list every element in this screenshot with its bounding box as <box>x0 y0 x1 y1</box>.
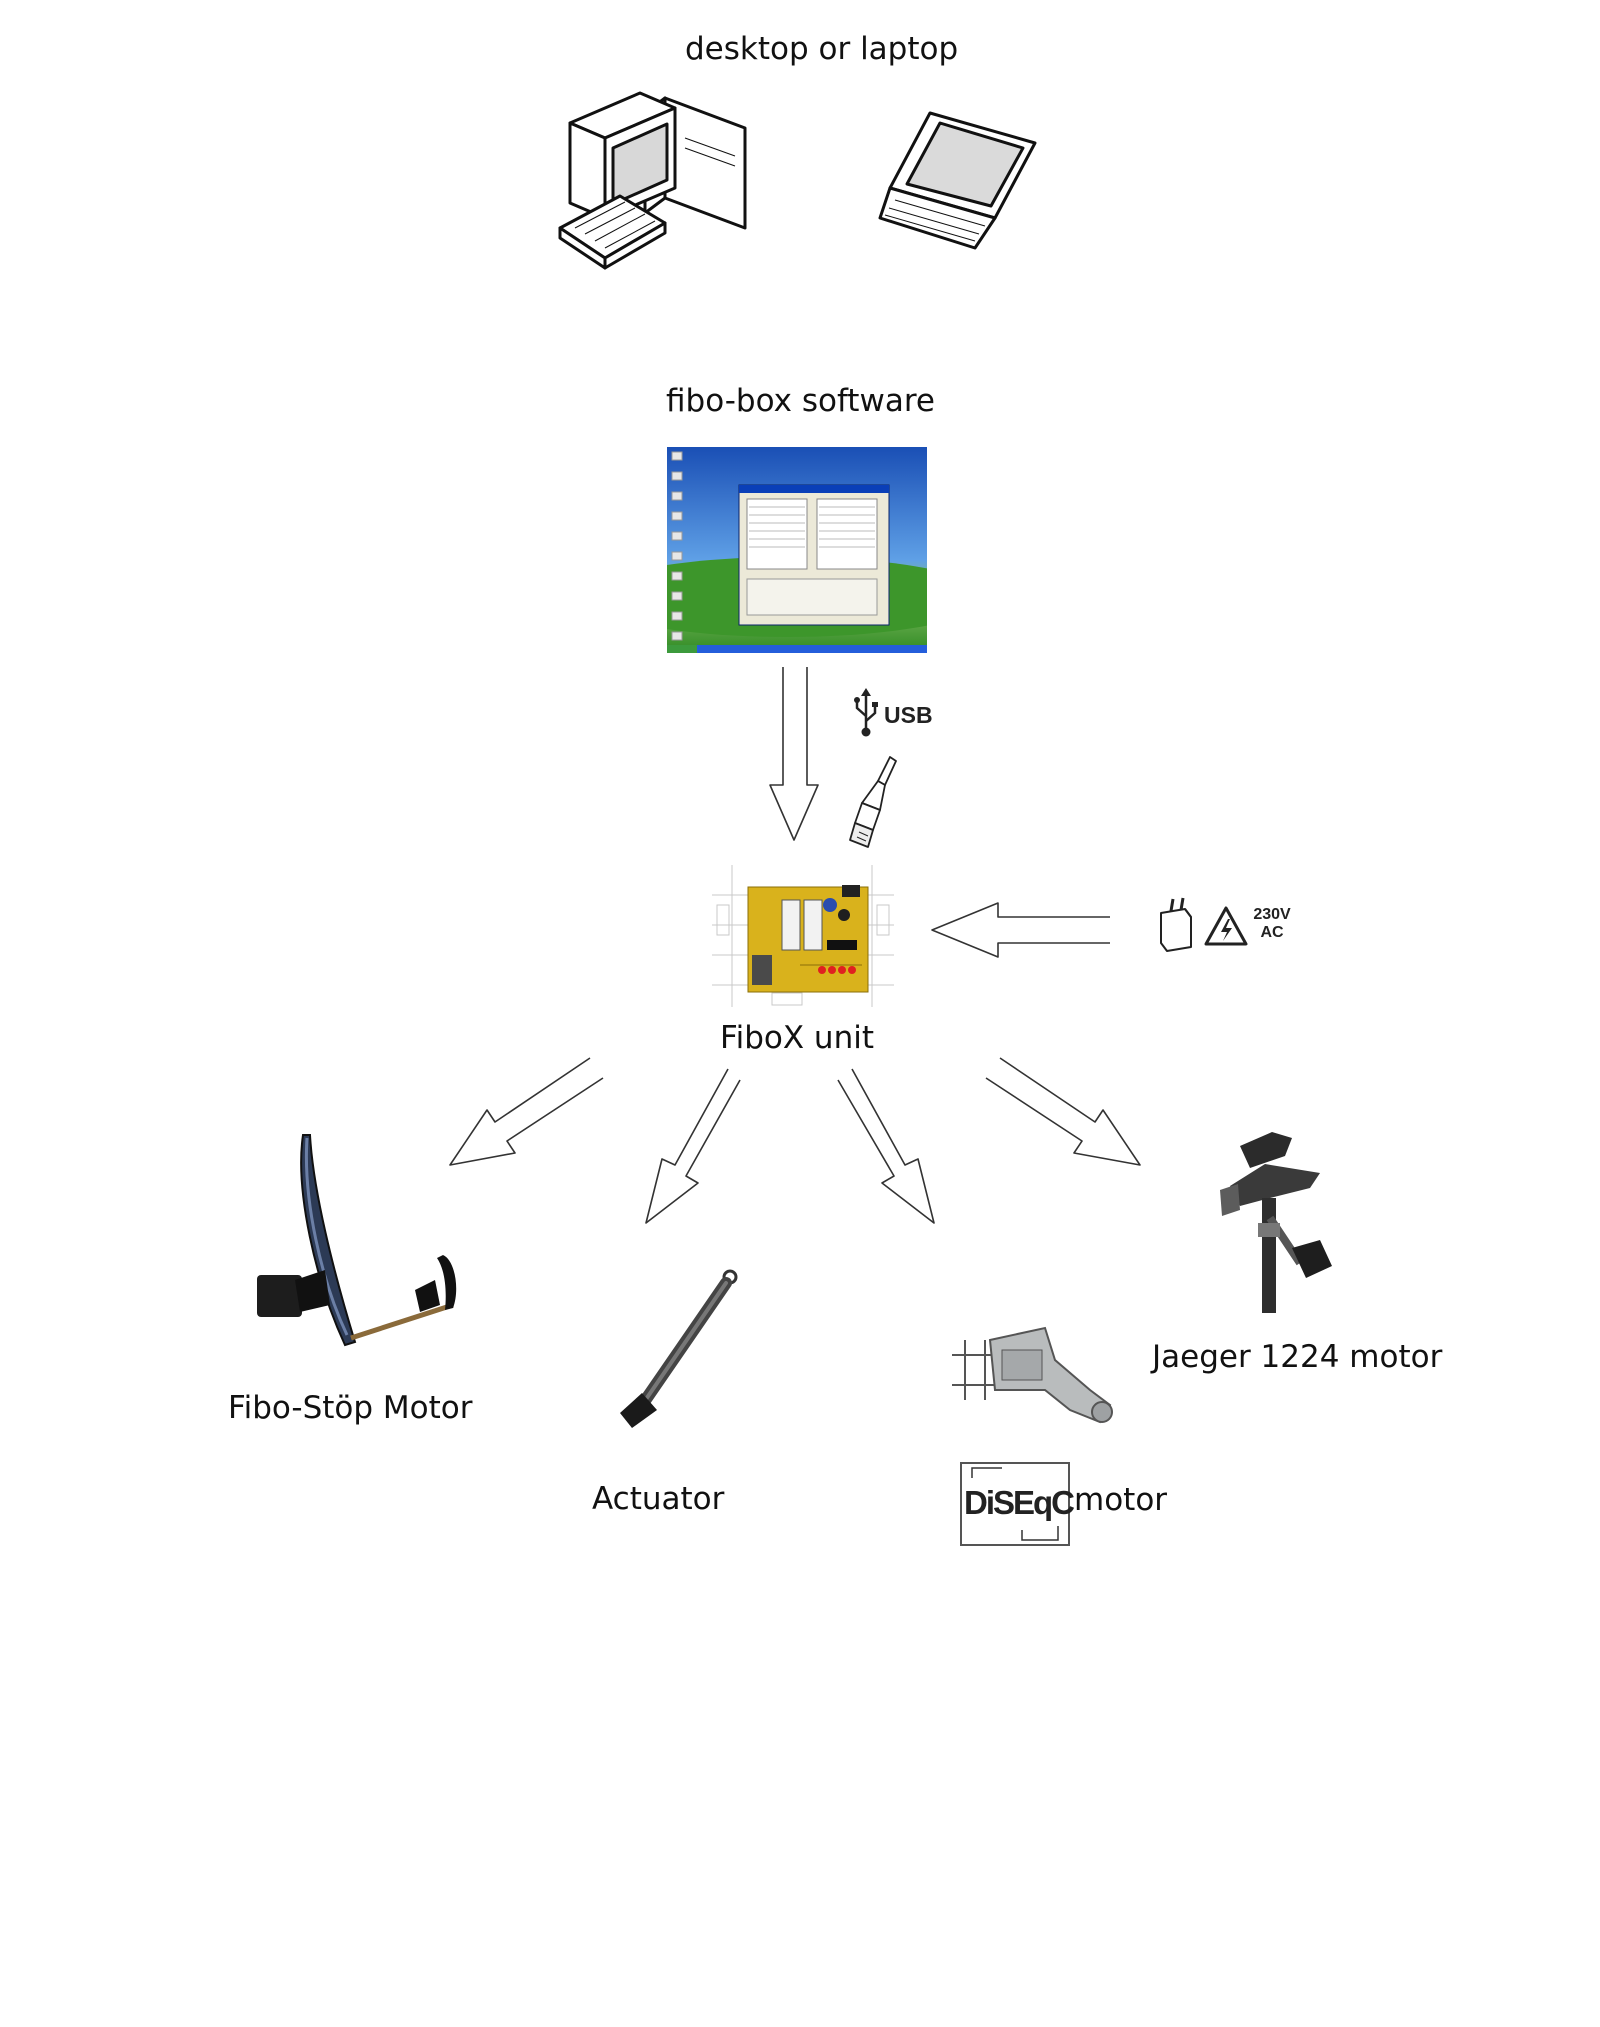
fibox-label: FiboX unit <box>720 1020 874 1056</box>
current-label: AC <box>1260 924 1284 941</box>
diseqc-motor-image <box>952 1326 1113 1424</box>
software-screenshot <box>667 447 927 653</box>
arrow-fibox-to-diseqc <box>837 1068 935 1224</box>
fibo-stop-label: Fibo-Stöp Motor <box>228 1390 473 1426</box>
laptop-icon <box>878 111 1037 250</box>
software-label: fibo-box software <box>666 383 935 419</box>
actuator-image <box>620 1269 738 1428</box>
usb-label: USB <box>884 702 933 728</box>
voltage-label: 230V <box>1253 906 1291 923</box>
usb-plug-icon <box>849 756 897 848</box>
diseqc-logo-lines <box>971 1467 1059 1541</box>
arrow-power-to-fibox <box>931 902 1110 958</box>
desktop-computer-icon <box>558 91 747 270</box>
diseqc-logo-text: DiSEqC <box>964 1484 1075 1521</box>
jaeger-label: Jaeger 1224 motor <box>1152 1339 1443 1375</box>
arrow-software-to-fibox <box>769 667 819 841</box>
computers-label: desktop or laptop <box>685 31 959 67</box>
arrow-fibox-to-fibo-stop <box>449 1057 604 1166</box>
fibox-pcb <box>712 865 894 1007</box>
fibo-stop-motor-image <box>257 1134 457 1347</box>
jaeger-motor-image <box>1220 1132 1332 1313</box>
high-voltage-warning-icon <box>1204 906 1248 946</box>
diseqc-logo: DiSEqC <box>960 1462 1075 1546</box>
diseqc-label: motor <box>1074 1482 1168 1518</box>
actuator-label: Actuator <box>592 1481 725 1517</box>
power-label: 230V AC <box>1250 906 1294 942</box>
usb-symbol-icon <box>854 688 878 737</box>
arrow-fibox-to-jaeger <box>985 1057 1141 1166</box>
power-adapter-icon <box>1160 897 1192 952</box>
arrow-fibox-to-actuator <box>645 1068 741 1224</box>
